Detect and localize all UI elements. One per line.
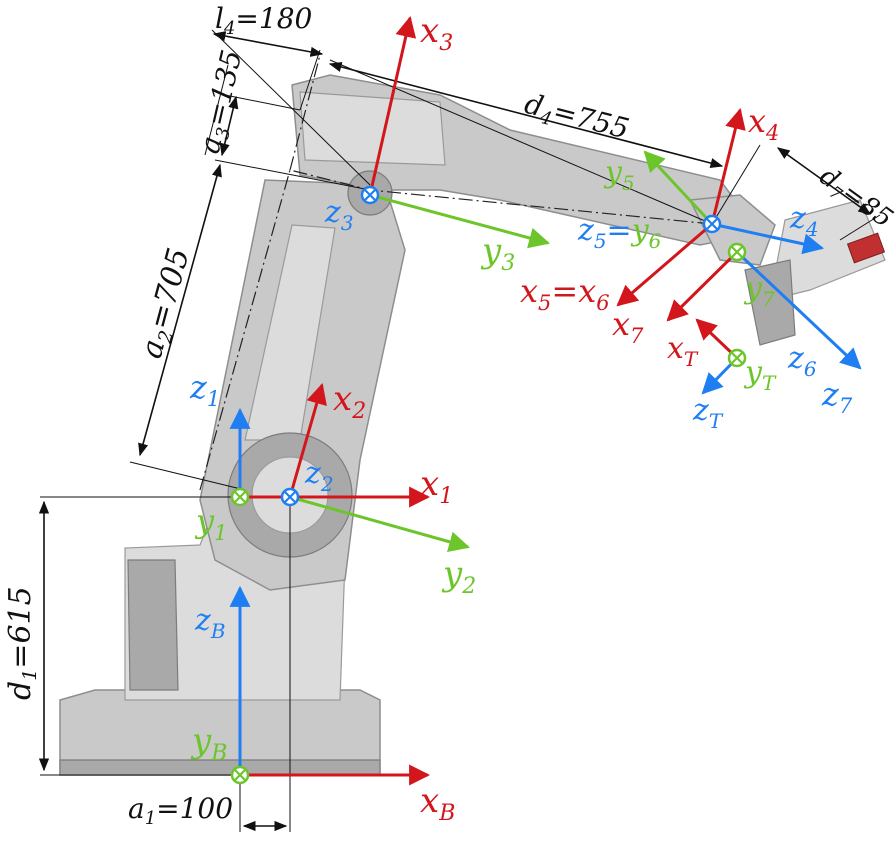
axis-y3 [369, 193, 551, 249]
origin-marker-1 [230, 487, 250, 507]
axis-z4 [711, 222, 825, 255]
link-outline-dashdot [199, 169, 713, 491]
label-yT: yT [743, 355, 777, 395]
label-l4: l4=180 [215, 2, 312, 39]
origin-marker-2 [280, 487, 300, 507]
label-y2: y2 [441, 554, 476, 599]
dimension-arrows [38, 31, 872, 832]
origin-marker-T [727, 348, 747, 368]
label-x2: x2 [333, 379, 366, 424]
label-z1: z1 [189, 368, 220, 411]
axis-x5-x6 [616, 222, 713, 307]
origin-marker-B [230, 765, 250, 785]
label-zB: zB [194, 603, 226, 643]
label-z6: z6 [787, 341, 817, 381]
dim-l4-arrow [212, 31, 324, 57]
ext-line-d7-left [711, 144, 761, 225]
dim-d7-arrow [776, 147, 872, 215]
label-xT: xT [667, 331, 699, 371]
axis-x4 [710, 107, 746, 225]
axis-labels: xB yB zB x1 y1 z1 x2 y2 z2 x3 y3 z3 x4 z… [189, 11, 853, 826]
robot-column-motor [127, 559, 179, 691]
robot-body [59, 74, 886, 776]
origin-markers [230, 185, 747, 785]
label-x7: x7 [612, 305, 644, 348]
label-x1: x1 [420, 464, 453, 509]
axis-y2 [289, 495, 471, 552]
origin-marker-3 [360, 185, 380, 205]
robot-tool-spindle [744, 259, 796, 346]
dimension-labels: l4=180 a3=135 d4=755 d7=85 a2=705 d1=615… [3, 2, 896, 829]
ext-line-a2-top [214, 159, 371, 191]
ext-line-a2-bottom [129, 461, 246, 491]
label-z5-y6: z5=y6 [577, 213, 662, 253]
label-x3: x3 [420, 11, 453, 56]
label-z7: z7 [821, 375, 853, 418]
label-yB: yB [190, 721, 227, 766]
label-y3: y3 [480, 231, 515, 276]
dim-a2-arrow [138, 163, 222, 457]
label-z4: z4 [789, 201, 819, 241]
link-outline-dashdot-2 [289, 54, 321, 171]
ext-line-l4-right [299, 49, 321, 111]
label-d1: d1=615 [3, 586, 41, 700]
label-a1: a1=100 [128, 792, 233, 829]
label-xB: xB [420, 781, 455, 826]
origin-marker-4 [702, 214, 722, 234]
label-x4: x4 [748, 102, 779, 145]
axis-x3 [368, 15, 417, 196]
label-a2: a2=705 [134, 244, 200, 362]
dim-a3-arrow [219, 95, 239, 157]
ext-line-a3-dim [204, 64, 229, 156]
axis-z7 [735, 250, 862, 370]
label-y7: y7 [743, 271, 775, 311]
robot-upper-arm-housing [299, 91, 446, 166]
label-z3: z3 [324, 195, 354, 235]
label-x5-x6: x5=x6 [520, 272, 610, 315]
axis-y5 [643, 150, 714, 226]
label-zT: zT [692, 393, 724, 433]
axis-x2 [288, 382, 327, 498]
label-y1: y1 [194, 502, 227, 545]
ext-line-d7-right [839, 214, 881, 241]
label-a3: a3=135 [193, 47, 253, 158]
axis-x7 [666, 250, 739, 322]
origin-marker-7 [727, 242, 747, 262]
robot-tool-red-band [846, 232, 886, 264]
label-y5: y5 [603, 155, 635, 195]
label-z2: z2 [304, 456, 334, 496]
